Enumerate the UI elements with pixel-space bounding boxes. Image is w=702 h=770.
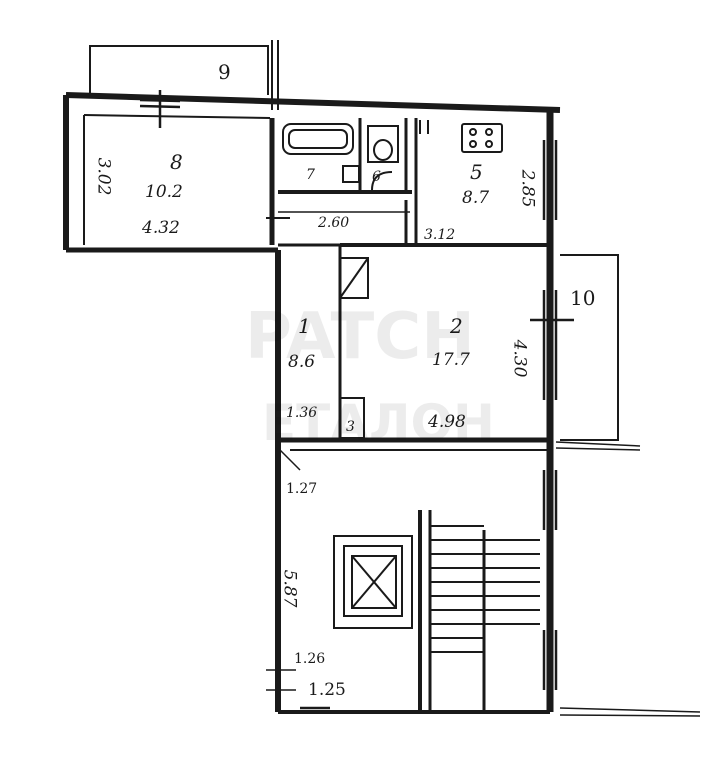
watermark-line2: ЕТАЛОН xyxy=(262,394,495,452)
balcony-10-number: 10 xyxy=(570,286,596,310)
room-6-number: 6 xyxy=(372,169,381,185)
toilet xyxy=(367,125,399,163)
watermark-line1: PATCH xyxy=(245,300,475,374)
dimension-kitchen-width: 3.12 xyxy=(424,227,456,243)
room-1-area: 8.6 xyxy=(288,352,316,372)
room-5-area: 8.7 xyxy=(462,188,490,208)
dimension-room-2-width: 4.98 xyxy=(428,412,466,432)
room-8-number: 8 xyxy=(170,150,183,174)
stairs xyxy=(430,525,540,653)
room-2-number: 2 xyxy=(450,314,463,338)
stove xyxy=(461,123,503,153)
room-2-area: 17.7 xyxy=(432,350,470,370)
balcony-9-number: 9 xyxy=(218,60,231,84)
dimension-room-1-width: 1.36 xyxy=(286,405,318,421)
top-wall xyxy=(65,92,561,113)
dimension-room-8-width: 4.32 xyxy=(142,218,180,238)
bathtub xyxy=(282,123,354,155)
dimension-room-2-depth: 4.30 xyxy=(509,339,530,378)
balcony-10-outline xyxy=(560,254,619,441)
dimension-corridor: 2.60 xyxy=(318,215,350,231)
dimension-hall-bottom-1: 1.26 xyxy=(294,651,326,667)
elevator-shaft xyxy=(333,535,413,629)
dimension-room-8-depth: 3.02 xyxy=(93,157,114,196)
dimension-hall-top: 1.27 xyxy=(286,481,318,497)
dimension-hall-bottom-2: 1.25 xyxy=(308,680,346,700)
room-3-number: 3 xyxy=(346,419,355,435)
room-1-number: 1 xyxy=(298,314,311,338)
dimension-hall-depth: 5.87 xyxy=(279,569,300,608)
dimension-kitchen-depth: 2.85 xyxy=(517,169,538,208)
room-7-number: 7 xyxy=(306,167,315,183)
balcony-9-outline xyxy=(89,45,269,95)
room-5-number: 5 xyxy=(470,160,483,184)
room-8-area: 10.2 xyxy=(145,182,183,202)
windows xyxy=(139,90,574,710)
